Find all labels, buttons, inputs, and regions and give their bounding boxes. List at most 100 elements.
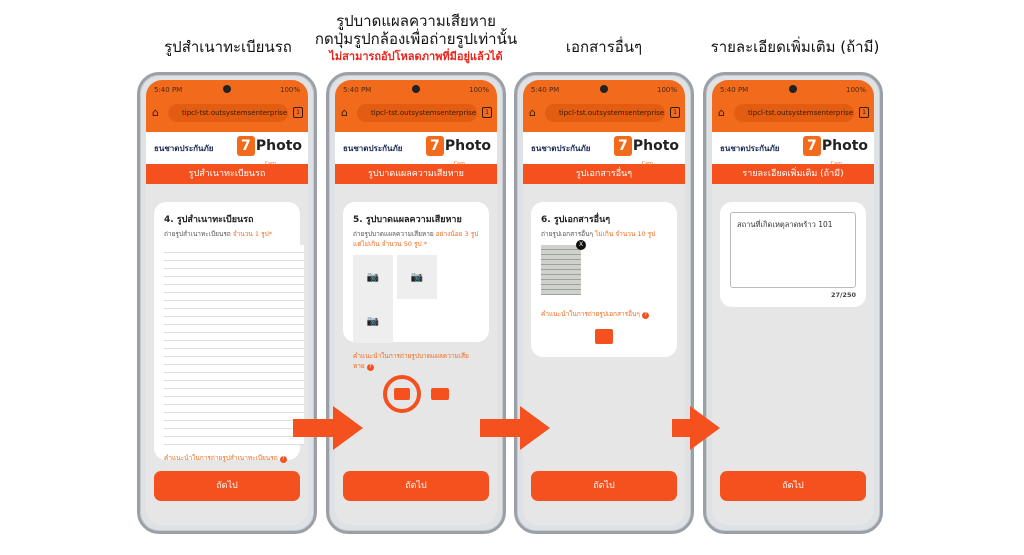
phone-4: 5:40 PM 100% ⌂ tipcl-tst.outsystemsenterp… — [703, 72, 883, 534]
url-bar[interactable]: tipcl-tst.outsystemsenterprise.com — [734, 104, 854, 122]
header-line: รูปบาดแผลความเสียหาย — [336, 12, 496, 30]
time: 5:40 PM — [154, 86, 183, 94]
help-icon: ? — [642, 312, 650, 319]
status-bar: 5:40 PM 100% — [720, 86, 866, 94]
document-image[interactable] — [164, 245, 304, 445]
uploaded-thumbnail[interactable]: X — [541, 240, 586, 295]
cam-logo-text: Cam — [453, 161, 465, 167]
step-header-3: เอกสารอื่นๆ — [565, 38, 643, 56]
time: 5:40 PM — [343, 86, 372, 94]
help-link[interactable]: คำแนะนำในการถ่ายรูปเอกสารอื่นๆ ? — [541, 309, 667, 319]
remove-button[interactable]: X — [576, 240, 586, 250]
status-bar: 5:40 PM 100% — [343, 86, 489, 94]
time: 5:40 PM — [531, 86, 560, 94]
page-title: รายละเอียดเพิ่มเติม (ถ้ามี) — [712, 164, 874, 184]
header-line: กดปุ่มรูปกล้องเพื่อถ่ายรูปเท่านั้น — [314, 30, 518, 48]
cam-logo-text: Cam — [264, 161, 276, 167]
brand-logo: ธนชาตประกันภัย — [531, 144, 591, 153]
page-title: รูปบาดแผลความเสียหาย — [335, 164, 497, 184]
card-subtitle: ถ่ายรูปเอกสารอื่นๆ ไม่เกิน จำนวน 10 รูป — [541, 230, 656, 238]
photo-logo-text: Photo — [821, 138, 868, 154]
status-bar: 5:40 PM 100% — [154, 86, 300, 94]
help-icon: ? — [279, 456, 287, 463]
camera-notch — [600, 85, 608, 93]
url-bar[interactable]: tipcl-tst.outsystemsenterprise.com — [545, 104, 665, 122]
card-title: 4. รูปสำเนาทะเบียนรถ — [164, 215, 254, 225]
next-button[interactable]: ถัดไป — [154, 471, 300, 501]
char-counter: 27/250 — [831, 291, 856, 299]
phone-3: 5:40 PM 100% ⌂ tipcl-tst.outsystemsenterp… — [514, 72, 694, 534]
page-title: รูปสำเนาทะเบียนรถ — [146, 164, 308, 184]
photo-logo-text: Photo — [444, 138, 491, 154]
step-header-1: รูปสำเนาทะเบียนรถ — [164, 38, 292, 56]
help-link[interactable]: คำแนะนำในการถ่ายรูปสำเนาทะเบียนรถ ? — [164, 453, 290, 463]
help-link[interactable]: คำแนะนำในการถ่ายรูปบาดแผลความเสียหาย ? — [353, 352, 469, 371]
header-warning: ไม่สามารถอัปโหลดภาพที่มีอยู่แล้วได้ — [329, 50, 503, 63]
camera-icon — [394, 388, 410, 400]
step-header-4: รายละเอียดเพิ่มเติม (ถ้ามี) — [710, 38, 880, 56]
camera-icon: 📷 — [366, 271, 380, 283]
home-icon[interactable]: ⌂ — [152, 106, 159, 119]
camera-button[interactable] — [383, 375, 421, 413]
details-card: สถานที่เกิดเหตุลาดพร้าว 101 27/250 — [720, 202, 866, 307]
card-title: 6. รูปเอกสารอื่นๆ — [541, 215, 611, 225]
tabs-button[interactable]: 1 — [482, 107, 492, 118]
phone-1: 5:40 PM 100% ⌂ tipcl-tst.outsystemsenterp… — [137, 72, 317, 534]
home-icon[interactable]: ⌂ — [529, 106, 536, 119]
photo-logo-text: Photo — [255, 138, 302, 154]
battery: 100% — [656, 86, 677, 94]
camera-icon: 📷 — [410, 271, 424, 283]
status-bar: 5:40 PM 100% — [531, 86, 677, 94]
home-icon[interactable]: ⌂ — [341, 106, 348, 119]
camera-icon: 📷 — [366, 315, 380, 327]
step-header-2: รูปบาดแผลความเสียหาย กดปุ่มรูปกล้องเพื่อ… — [300, 12, 532, 66]
video-icon[interactable] — [431, 388, 449, 400]
camera-notch — [223, 85, 231, 93]
upload-card: 6. รูปเอกสารอื่นๆ ถ่ายรูปเอกสารอื่นๆ ไม่… — [531, 202, 677, 357]
home-icon[interactable]: ⌂ — [718, 106, 725, 119]
next-button[interactable]: ถัดไป — [531, 471, 677, 501]
photo-logo-text: Photo — [632, 138, 679, 154]
phone-2: 5:40 PM 100% ⌂ tipcl-tst.outsystemsenterp… — [326, 72, 506, 534]
brand-logo: ธนชาตประกันภัย — [154, 144, 214, 153]
card-subtitle: ถ่ายรูปสำเนาทะเบียนรถ จำนวน 1 รูป* — [164, 230, 272, 238]
browser-bar: 5:40 PM 100% ⌂ tipcl-tst.outsystemsenterp… — [712, 80, 874, 132]
brand-logo: ธนชาตประกันภัย — [343, 144, 403, 153]
url-bar[interactable]: tipcl-tst.outsystemsenterprise.com — [357, 104, 477, 122]
photo-slot[interactable]: 📷 — [397, 255, 437, 299]
card-title: 5. รูปบาดแผลความเสียหาย — [353, 215, 462, 225]
next-button[interactable]: ถัดไป — [343, 471, 489, 501]
url-bar[interactable]: tipcl-tst.outsystemsenterprise.com — [168, 104, 288, 122]
tabs-button[interactable]: 1 — [293, 107, 303, 118]
camera-notch — [789, 85, 797, 93]
photo-slot[interactable]: 📷 — [353, 299, 393, 343]
upload-card: 4. รูปสำเนาทะเบียนรถ ถ่ายรูปสำเนาทะเบียน… — [154, 202, 304, 488]
battery: 100% — [468, 86, 489, 94]
page-title: รูปเอกสารอื่นๆ — [523, 164, 685, 184]
browser-bar: 5:40 PM 100% ⌂ tipcl-tst.outsystemsenterp… — [146, 80, 308, 132]
browser-bar: 5:40 PM 100% ⌂ tipcl-tst.outsystemsenterp… — [523, 80, 685, 132]
folder-icon[interactable] — [595, 329, 613, 344]
next-button[interactable]: ถัดไป — [720, 471, 866, 501]
camera-notch — [412, 85, 420, 93]
card-subtitle: ถ่ายรูปบาดแผลความเสียหาย อย่างน้อย 3 รูป… — [353, 230, 479, 248]
browser-bar: 5:40 PM 100% ⌂ tipcl-tst.outsystemsenterp… — [335, 80, 497, 132]
tabs-button[interactable]: 1 — [859, 107, 869, 118]
help-icon: ? — [366, 364, 374, 371]
brand-logo: ธนชาตประกันภัย — [720, 144, 780, 153]
tabs-button[interactable]: 1 — [670, 107, 680, 118]
battery: 100% — [279, 86, 300, 94]
battery: 100% — [845, 86, 866, 94]
upload-card: 5. รูปบาดแผลความเสียหาย ถ่ายรูปบาดแผลควา… — [343, 202, 489, 413]
photo-slot[interactable]: 📷 — [353, 255, 393, 299]
details-textarea[interactable]: สถานที่เกิดเหตุลาดพร้าว 101 — [730, 212, 856, 288]
cam-logo-text: Cam — [641, 161, 653, 167]
time: 5:40 PM — [720, 86, 749, 94]
